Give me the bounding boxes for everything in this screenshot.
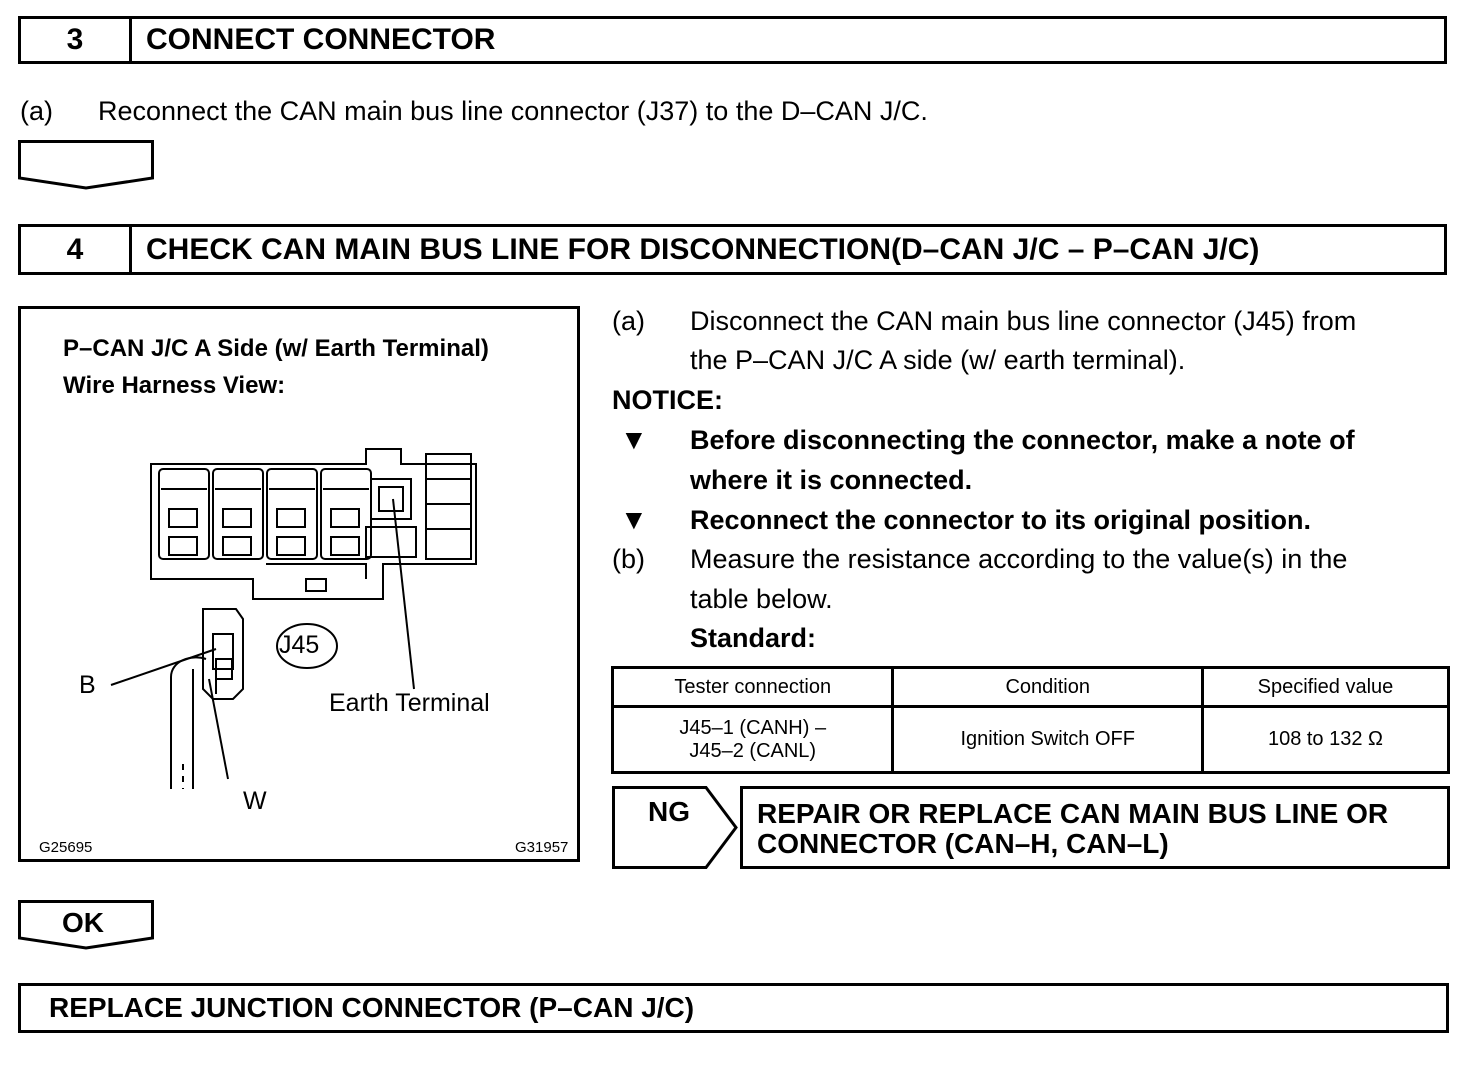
next-step-arrow-icon bbox=[18, 140, 154, 190]
ng-result-text: REPAIR OR REPLACE CAN MAIN BUS LINE OR bbox=[757, 798, 1389, 829]
final-action-text: REPLACE JUNCTION CONNECTOR (P–CAN J/C) bbox=[49, 992, 695, 1023]
table-header-row: Tester connection Condition Specified va… bbox=[610, 666, 1451, 708]
ng-result-box: REPAIR OR REPLACE CAN MAIN BUS LINE OR C… bbox=[740, 786, 1450, 869]
notice-text: Before disconnecting the connector, make… bbox=[690, 425, 1355, 455]
item-text: Reconnect the CAN main bus line connecto… bbox=[98, 96, 928, 126]
ok-label: OK bbox=[62, 907, 104, 938]
connection-line: J45–2 (CANL) bbox=[689, 739, 817, 762]
step-number: 4 bbox=[21, 227, 132, 272]
figure-code-right: G31957 bbox=[515, 839, 569, 856]
step-4-header: 4 CHECK CAN MAIN BUS LINE FOR DISCONNECT… bbox=[18, 224, 1447, 275]
notice-heading: NOTICE: bbox=[612, 385, 723, 415]
ok-branch-arrow-icon bbox=[18, 900, 154, 950]
wire-w-label: W bbox=[243, 787, 267, 815]
connector-drawing bbox=[110, 448, 477, 789]
table-header: Specified value bbox=[1200, 666, 1451, 708]
table-cell-condition: Ignition Switch OFF bbox=[891, 705, 1204, 774]
final-action-box: REPLACE JUNCTION CONNECTOR (P–CAN J/C) bbox=[18, 983, 1449, 1033]
triangle-bullet-icon: ▼ bbox=[620, 504, 648, 535]
ng-result-text: CONNECTOR (CAN–H, CAN–L) bbox=[757, 828, 1169, 859]
item-label: (a) bbox=[20, 96, 53, 126]
ng-branch-arrow-icon bbox=[612, 786, 738, 869]
triangle-bullet-icon: ▼ bbox=[620, 424, 648, 455]
table-header: Tester connection bbox=[610, 666, 895, 708]
figure-code-left: G25695 bbox=[39, 839, 93, 856]
figure-title: P–CAN J/C A Side (w/ Earth Terminal) bbox=[63, 335, 489, 362]
notice-text: where it is connected. bbox=[690, 465, 973, 495]
spec-table: Tester connection Condition Specified va… bbox=[610, 666, 1451, 774]
wire-b-label: B bbox=[79, 671, 96, 699]
earth-terminal-label: Earth Terminal bbox=[329, 689, 490, 717]
item-text: Disconnect the CAN main bus line connect… bbox=[690, 306, 1357, 336]
item-label: (a) bbox=[612, 306, 645, 336]
item-text: table below. bbox=[690, 584, 833, 614]
step-title: CONNECT CONNECTOR bbox=[146, 23, 496, 56]
connector-figure: P–CAN J/C A Side (w/ Earth Terminal) Wir… bbox=[18, 306, 580, 862]
standard-label: Standard: bbox=[690, 623, 817, 653]
figure-subtitle: Wire Harness View: bbox=[63, 372, 286, 399]
step-title: CHECK CAN MAIN BUS LINE FOR DISCONNECTIO… bbox=[146, 232, 1260, 266]
table-cell-connection: J45–1 (CANH) – J45–2 (CANL) bbox=[610, 705, 895, 774]
table-row: J45–1 (CANH) – J45–2 (CANL) Ignition Swi… bbox=[610, 705, 1451, 774]
notice-text: Reconnect the connector to its original … bbox=[690, 505, 1312, 535]
connection-line: J45–1 (CANH) – bbox=[679, 716, 827, 739]
step-3-header: 3 CONNECT CONNECTOR bbox=[18, 16, 1447, 64]
ng-label: NG bbox=[648, 796, 690, 827]
table-cell-value: 108 to 132 Ω bbox=[1200, 705, 1451, 774]
item-text: the P–CAN J/C A side (w/ earth terminal)… bbox=[690, 345, 1186, 375]
connector-label-j45: J45 bbox=[279, 631, 320, 659]
item-label: (b) bbox=[612, 544, 645, 574]
item-text: Measure the resistance according to the … bbox=[690, 544, 1348, 574]
table-header: Condition bbox=[891, 666, 1204, 708]
step-number: 3 bbox=[21, 19, 132, 61]
